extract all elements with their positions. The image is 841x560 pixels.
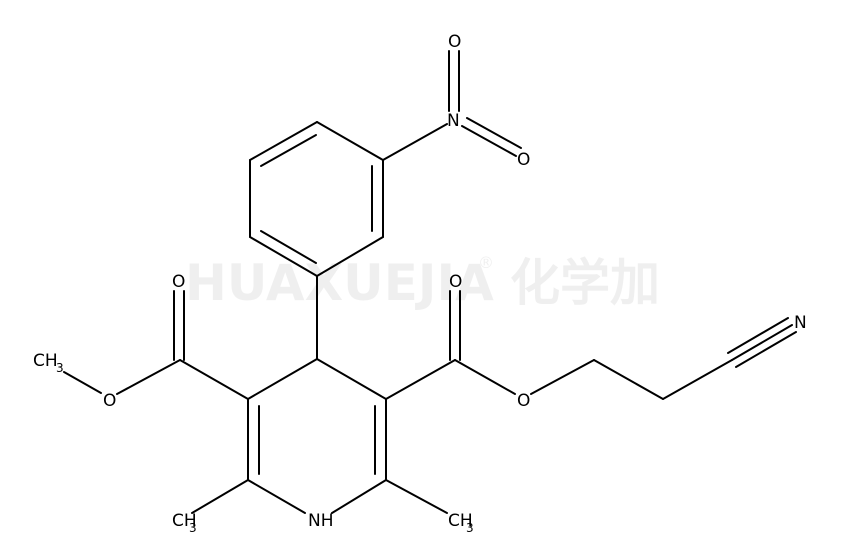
atom-n-nitrile: N: [794, 313, 807, 333]
atom-ch3-right-sub: 3: [466, 521, 474, 535]
bond: [382, 123, 448, 161]
bond: [331, 479, 387, 514]
watermark-registered: ®: [478, 253, 494, 272]
bond: [461, 125, 517, 157]
bond: [385, 479, 448, 514]
atom-ch3-right: CH: [448, 511, 473, 531]
atom-ch3-left: CH: [172, 511, 197, 531]
atom-ch3-methoxy-sub: 3: [56, 361, 64, 375]
bond: [385, 359, 456, 400]
bond: [530, 359, 595, 395]
atom-o-ester-left: O: [103, 391, 116, 411]
atom-n-nitro: N: [447, 111, 460, 131]
bond: [179, 359, 249, 400]
atom-o-ester-right: O: [517, 391, 530, 411]
bond: [593, 359, 664, 400]
bonds: [63, 50, 797, 514]
watermark-cn: 化学加: [510, 254, 660, 312]
bond: [731, 324, 793, 361]
bond: [260, 134, 317, 167]
bond: [454, 359, 516, 395]
bond: [247, 479, 306, 514]
bond: [260, 230, 317, 264]
bond: [249, 236, 318, 277]
bond: [662, 359, 733, 400]
bond: [727, 317, 789, 354]
atom-o-carbonyl-left: O: [172, 272, 185, 292]
bond: [116, 359, 181, 395]
atom-nh: NH: [308, 511, 334, 531]
bond: [316, 121, 384, 161]
atom-o-nitro-top: O: [448, 32, 461, 52]
bond: [735, 331, 797, 368]
watermark: HUAXUEJIA ® 化学加: [185, 253, 660, 312]
atom-labels: O N O O CH 3 O O O N CH 3 NH CH 3: [33, 32, 807, 535]
atom-o-nitro-right: O: [517, 150, 530, 170]
bond: [191, 479, 249, 514]
atom-o-carbonyl-right: O: [449, 272, 462, 292]
bond: [247, 358, 318, 400]
bond: [316, 236, 384, 277]
atom-ch3-left-sub: 3: [189, 521, 197, 535]
bond: [63, 371, 102, 394]
bond: [316, 358, 387, 400]
atom-ch3-methoxy: CH: [33, 351, 58, 371]
bond: [249, 121, 318, 161]
bond: [466, 117, 522, 149]
